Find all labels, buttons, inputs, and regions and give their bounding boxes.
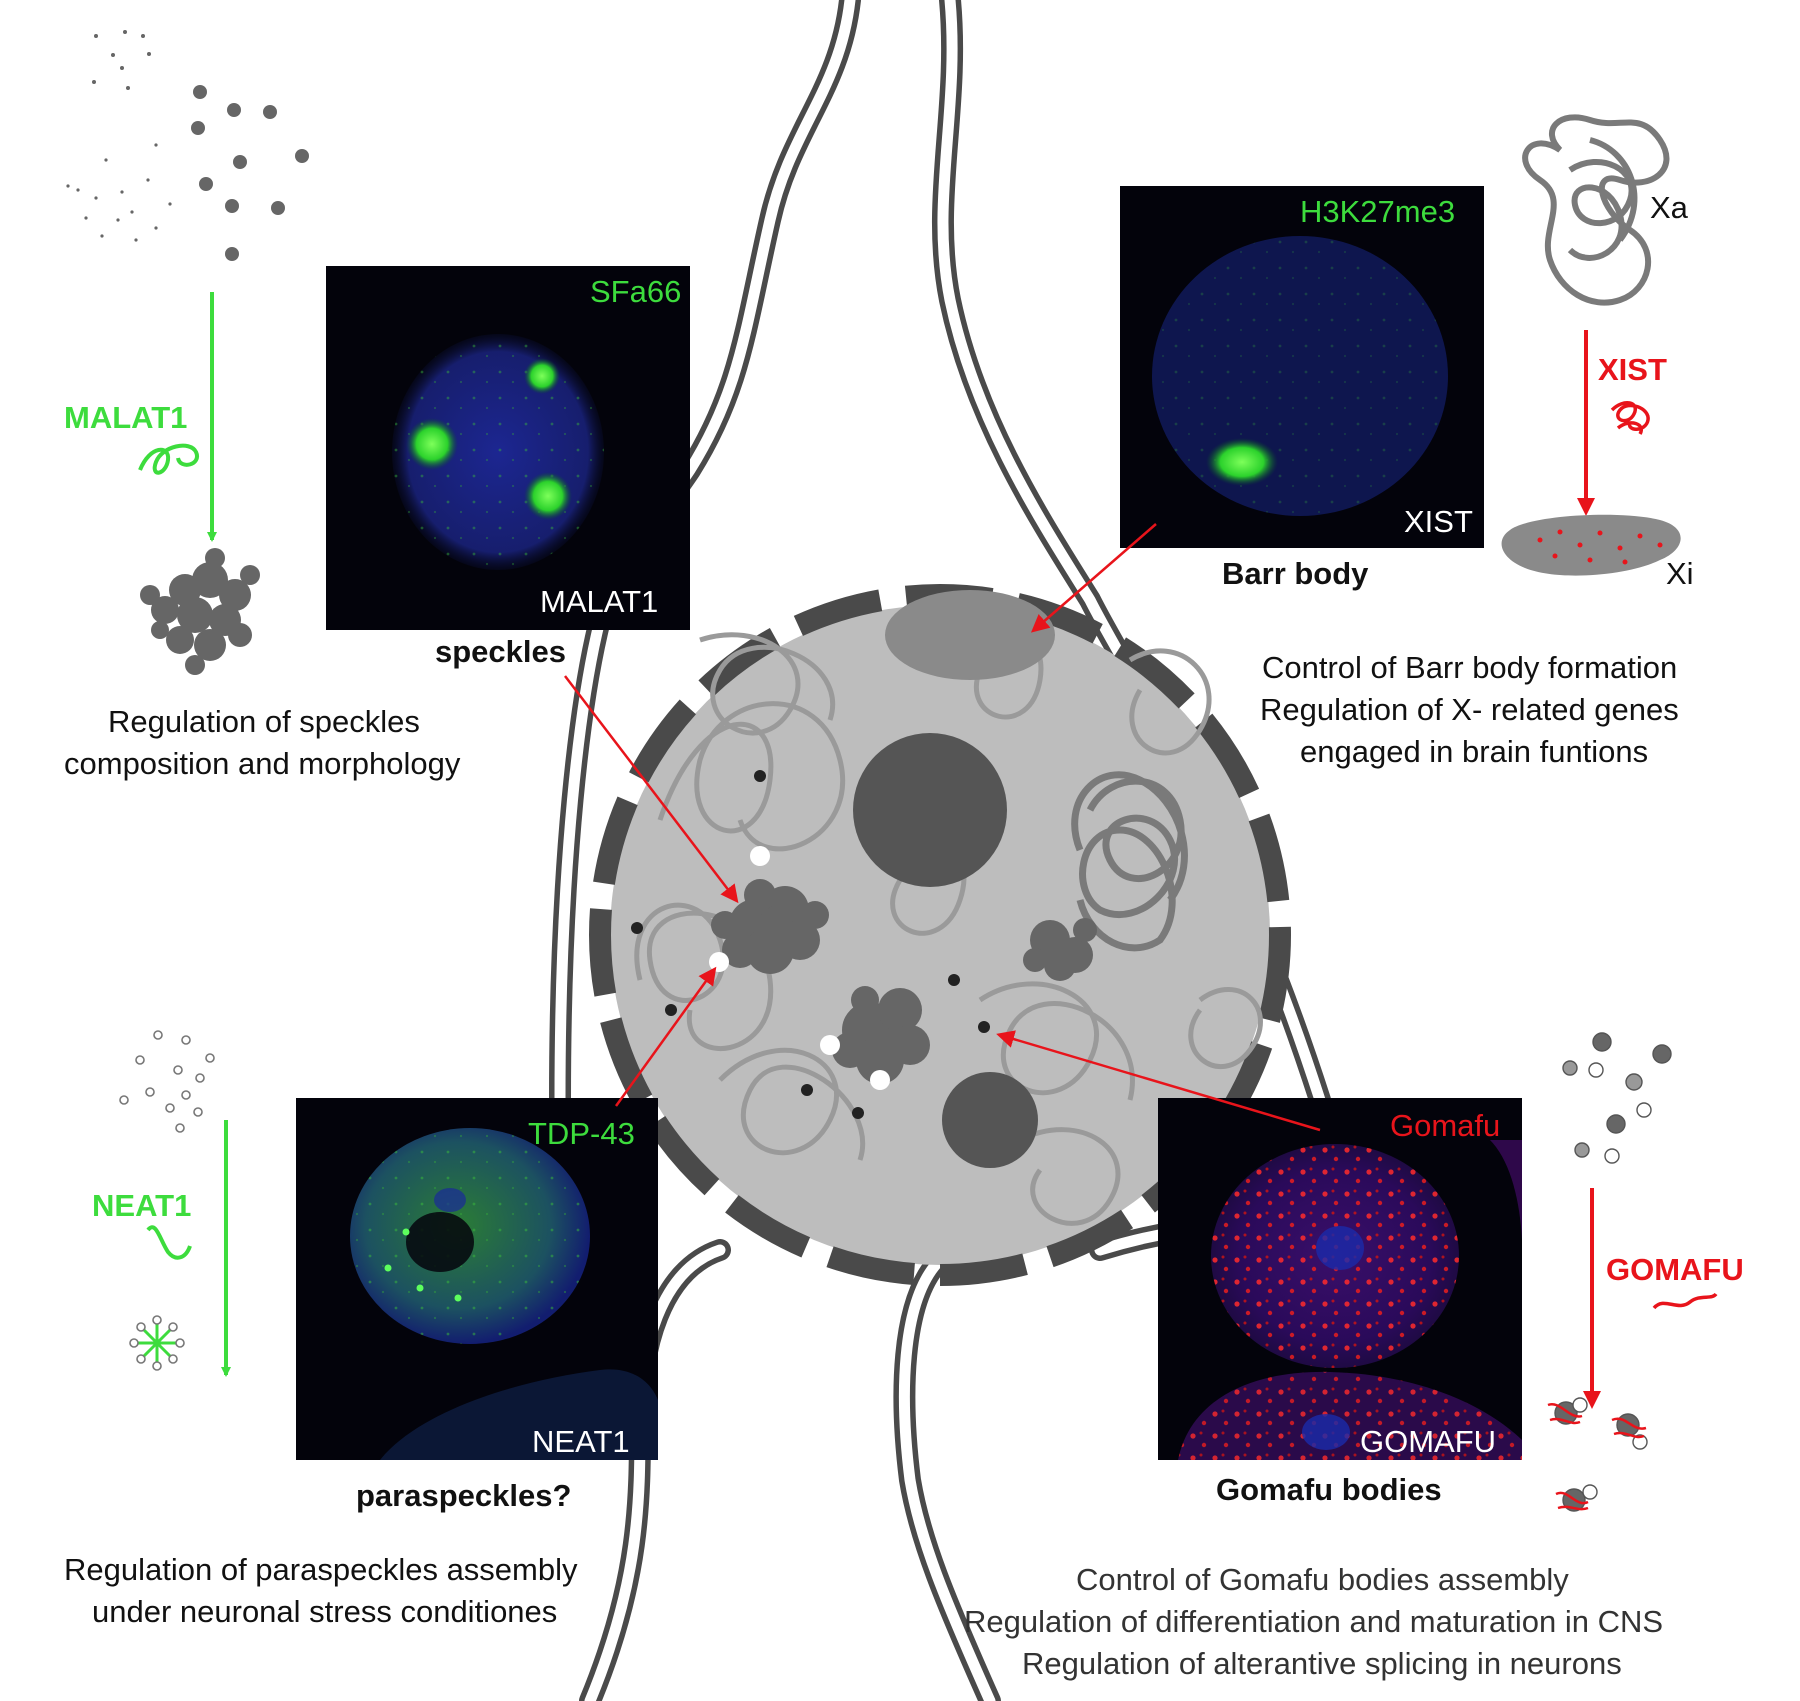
speckle-spot bbox=[524, 472, 572, 520]
xa-label: Xa bbox=[1650, 190, 1688, 225]
barr-rna-label: XIST bbox=[1404, 504, 1473, 539]
gomafu-description-line-3: Regulation of alterantive splicing in ne… bbox=[1022, 1646, 1622, 1681]
xi-chromosome-icon bbox=[1501, 514, 1681, 576]
barr-description-line-1: Control of Barr body formation bbox=[1262, 650, 1678, 685]
speckles-pointer-arrow bbox=[564, 675, 739, 904]
nucleolus-small bbox=[942, 1072, 1038, 1168]
paraspeckle-spot bbox=[402, 1228, 410, 1236]
neat1-rna-icon bbox=[146, 1225, 192, 1260]
xist-gene-label: XIST bbox=[1598, 352, 1667, 387]
pointer-arrows bbox=[564, 523, 1321, 1132]
gomafu-pointer-arrow bbox=[996, 1030, 1321, 1132]
gomafu-rna-icon bbox=[1652, 1292, 1718, 1310]
speckle-cluster-2 bbox=[832, 986, 930, 1084]
paraspeckles-description-line-2: under neuronal stress conditiones bbox=[92, 1594, 558, 1629]
barr-micrograph bbox=[1120, 186, 1484, 548]
paraspeckle-dots bbox=[709, 846, 890, 1090]
speckles-micrograph bbox=[326, 266, 690, 630]
gomafu-rna-label: GOMAFU bbox=[1360, 1424, 1497, 1459]
paraspeckle-spot bbox=[454, 1294, 462, 1302]
paraspeckles-description-line-1: Regulation of paraspeckles assembly bbox=[64, 1552, 578, 1587]
barr-description-line-2: Regulation of X- related genes bbox=[1260, 692, 1679, 727]
paraspeckles-pointer-arrow bbox=[614, 966, 717, 1107]
gomafu-description-line-2: Regulation of differentiation and matura… bbox=[964, 1604, 1664, 1639]
nucleoplasm bbox=[610, 605, 1270, 1265]
speckles-description-line-1: Regulation of speckles bbox=[108, 704, 420, 739]
nucleolus-large bbox=[853, 733, 1007, 887]
speckle-spot bbox=[406, 418, 458, 470]
speckles-description-line-2: composition and morphology bbox=[64, 746, 461, 781]
malat1-gene-label: MALAT1 bbox=[64, 400, 188, 435]
paraspeckle-spot bbox=[416, 1284, 424, 1292]
barr-stain-label: H3K27me3 bbox=[1300, 194, 1456, 229]
barr-pointer-arrow bbox=[1030, 523, 1157, 633]
gomafu-body-icon bbox=[1547, 1397, 1648, 1512]
barr-description-line-3: engaged in brain funtions bbox=[1300, 734, 1649, 769]
speckle-aggregate-icon bbox=[140, 548, 260, 675]
neat1-gene-label: NEAT1 bbox=[92, 1188, 192, 1223]
barr-body-label: Barr body bbox=[1222, 556, 1369, 591]
paraspeckle-spot bbox=[384, 1264, 392, 1272]
speckles-rna-label: MALAT1 bbox=[540, 584, 659, 619]
paraspeckles-rna-label: NEAT1 bbox=[532, 1424, 630, 1459]
paraspeckle-scatter-icon bbox=[119, 1030, 215, 1133]
speckles-scatter-top bbox=[66, 30, 309, 261]
paraspeckles-stain-label: TDP-43 bbox=[528, 1116, 635, 1151]
xist-rna-icon bbox=[1610, 401, 1650, 435]
speckle-cluster-3 bbox=[1023, 918, 1097, 981]
barr-body-spot bbox=[1206, 438, 1278, 486]
paraspeckle-icon bbox=[129, 1315, 185, 1371]
nucleus bbox=[589, 584, 1291, 1286]
gomafu-stain-label: Gomafu bbox=[1390, 1108, 1501, 1143]
xa-chromosome-icon bbox=[1522, 114, 1670, 306]
paraspeckles-micrograph bbox=[296, 1098, 658, 1460]
speckles-stain-label: SFa66 bbox=[590, 274, 682, 309]
chromatin-tangle bbox=[1071, 771, 1188, 952]
gomafu-dots bbox=[631, 770, 990, 1119]
gomafu-scatter-icon bbox=[1562, 1032, 1672, 1164]
malat1-rna-icon bbox=[138, 443, 199, 475]
xi-label: Xi bbox=[1666, 556, 1694, 591]
speckles-body-label: speckles bbox=[435, 634, 566, 669]
paraspeckles-body-label: paraspeckles? bbox=[356, 1478, 572, 1513]
gomafu-micrograph bbox=[1158, 1098, 1522, 1460]
gomafu-gene-label: GOMAFU bbox=[1606, 1252, 1744, 1287]
gomafu-description-line-1: Control of Gomafu bodies assembly bbox=[1076, 1562, 1569, 1597]
barr-body-shape bbox=[885, 590, 1055, 680]
speckle-spot bbox=[524, 358, 560, 394]
gomafu-body-label: Gomafu bodies bbox=[1216, 1472, 1442, 1507]
speckle-cluster-1 bbox=[711, 879, 829, 974]
